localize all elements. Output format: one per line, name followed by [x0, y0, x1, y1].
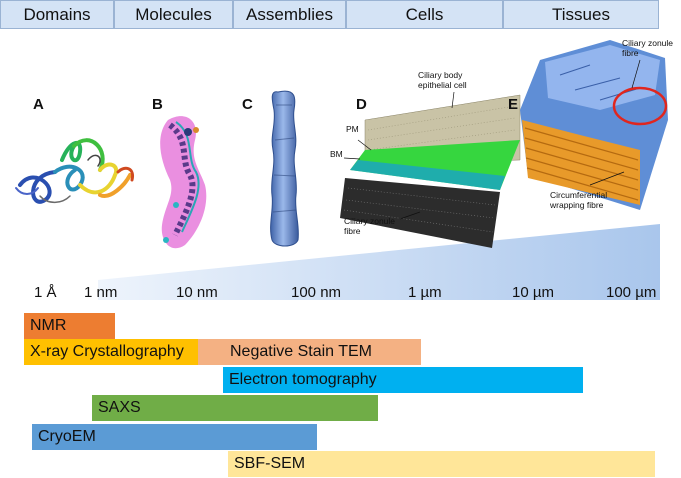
technique-label-cryoem: CryoEM — [38, 428, 96, 445]
protein-domain-ribbon — [15, 138, 135, 204]
technique-bar-sbf-sem: SBF-SEM — [228, 451, 655, 477]
scale-tick-1-um: 1 µm — [408, 284, 442, 301]
panel-letter-b: B — [152, 96, 163, 113]
technique-label-nmr: NMR — [30, 317, 67, 334]
cell-layer-block — [340, 91, 521, 248]
technique-label-sbf-sem: SBF-SEM — [234, 455, 306, 472]
annotation-circumferential-wrapping-fibre: Circumferential wrapping fibre — [550, 190, 608, 210]
technique-label-x-ray-crystallography: X-ray Crystallography — [30, 343, 184, 360]
header-assemblies-label: Assemblies — [246, 4, 333, 24]
panel-letter-d: D — [356, 96, 367, 113]
annotation-ciliary-zonule-fibre-d: Ciliary zonule fibre — [344, 216, 396, 236]
annotation-bm: BM — [330, 149, 343, 159]
header-tissues: Tissues — [503, 0, 659, 29]
technique-label-saxs: SAXS — [98, 399, 141, 416]
scale-tick-100-nm: 100 nm — [291, 284, 342, 301]
header-molecules: Molecules — [114, 0, 233, 29]
technique-bar-x-ray-crystallography: X-ray Crystallography — [24, 339, 198, 365]
header-domains: Domains — [0, 0, 114, 29]
technique-label-negative-stain-tem: Negative Stain TEM — [230, 343, 372, 360]
header-cells-label: Cells — [405, 4, 444, 24]
panel-letter-c: C — [242, 96, 253, 113]
scale-tick-1-nm: 1 nm — [84, 284, 118, 301]
technique-label-electron-tomography: Electron tomography — [229, 371, 377, 388]
technique-bar-cryoem: CryoEM — [32, 424, 317, 450]
tissue-block — [520, 40, 668, 210]
technique-bar-saxs: SAXS — [92, 395, 378, 421]
panel-letter-e: E — [508, 96, 519, 113]
header-molecules-label: Molecules — [135, 4, 212, 24]
technique-bar-electron-tomography: Electron tomography — [223, 367, 583, 393]
panel-letter-a: A — [33, 96, 44, 113]
header-cells: Cells — [346, 0, 503, 29]
molecule-model — [160, 116, 207, 249]
header-tissues-label: Tissues — [552, 4, 610, 24]
scale-tick-10-nm: 10 nm — [176, 284, 218, 301]
header-domains-label: Domains — [23, 4, 91, 24]
scale-tick-1-angstrom: 1 Å — [34, 284, 57, 301]
scale-tick-10-um: 10 µm — [512, 284, 554, 301]
technique-bar-nmr: NMR — [24, 313, 115, 339]
header-assemblies: Assemblies — [233, 0, 346, 29]
annotation-ciliary-zonule-fibre-e: Ciliary zonule fibre — [622, 38, 674, 58]
annotation-ciliary-body-epithelial-cell: Ciliary body epithelial cell — [418, 70, 467, 90]
scale-wedge — [98, 224, 660, 300]
annotation-pm: PM — [346, 124, 359, 134]
technique-bar-negative-stain-tem: Negative Stain TEM — [198, 339, 421, 365]
assembly-filament — [270, 90, 299, 247]
scale-tick-100-um: 100 µm — [606, 284, 657, 301]
